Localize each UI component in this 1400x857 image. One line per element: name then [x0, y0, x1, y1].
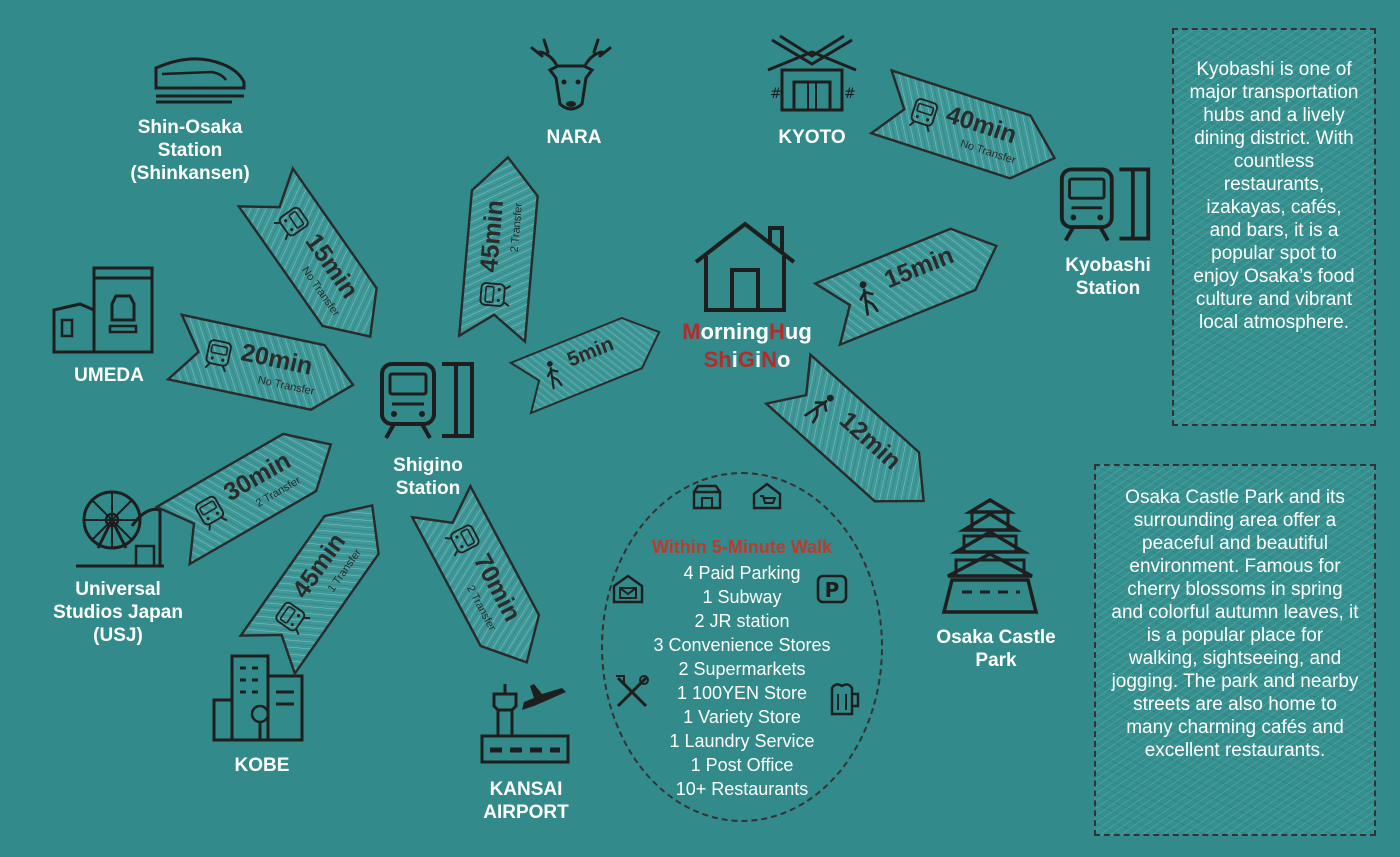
umeda-building-icon: [50, 264, 160, 354]
castle-info-box: Osaka Castle Park and its surrounding ar…: [1094, 464, 1376, 836]
list-item: 2 Supermarkets: [678, 659, 806, 679]
label-kyoto: KYOTO: [778, 127, 846, 148]
train-icon: [478, 279, 512, 310]
label-osaka-castle-park: Osaka Castle Park: [936, 627, 1056, 671]
amenities-title: Within 5-Minute Walk: [651, 537, 833, 557]
house-icon: [690, 216, 800, 316]
beer-icon: [828, 680, 860, 716]
list-item: 1 100YEN Store: [676, 683, 808, 703]
cart-store-icon: [752, 482, 782, 510]
shop-icon: [692, 484, 722, 510]
label-nara: NARA: [546, 127, 602, 148]
list-item: 10+ Restaurants: [675, 779, 809, 799]
list-item: 1 Variety Store: [683, 707, 801, 727]
kobe-city-icon: [210, 652, 310, 744]
shigino-station-icon: [378, 360, 478, 440]
airport-icon: [476, 676, 576, 772]
route-arrow-kyobashi-kyoto: 40min No Transfer: [866, 64, 1071, 197]
parking-icon: P: [816, 574, 848, 604]
list-item: 3 Convenience Stores: [653, 635, 831, 655]
amenities-list: 4 Paid Parking 1 Subway 2 JR station 3 C…: [653, 561, 830, 801]
svg-text:P: P: [825, 578, 840, 602]
route-arrow-kansai: 70min 2 Transfer: [405, 480, 563, 684]
castle-info-text: Osaka Castle Park and its surrounding ar…: [1111, 487, 1359, 761]
svg-text:#: #: [844, 86, 856, 102]
label-shigino-station: Shigino Station: [393, 455, 463, 499]
label-kyobashi-station: Kyobashi Station: [1065, 255, 1151, 299]
shinkansen-icon: [152, 48, 248, 112]
list-item: 1 Post Office: [690, 755, 794, 775]
list-item: 4 Paid Parking: [683, 563, 801, 583]
label-shin-osaka: Shin-Osaka Station (Shinkansen): [130, 117, 250, 184]
kyobashi-info-box: Kyobashi is one of major transportation …: [1172, 28, 1376, 426]
kyobashi-station-icon: [1058, 164, 1154, 244]
post-office-icon: [612, 574, 644, 604]
brand-name: MorningHug ShiGiNo: [682, 319, 812, 372]
amenities-ellipse: [601, 472, 883, 822]
list-item: 1 Laundry Service: [669, 731, 815, 751]
ferris-wheel-icon: [72, 486, 168, 570]
route-arrow-walk-kyobashi: 15min: [809, 208, 1014, 351]
label-usj: Universal Studios Japan (USJ): [53, 579, 183, 646]
route-arrow-nara: 45min 2 Transfer: [453, 150, 547, 346]
label-kansai-airport: KANSAI AIRPORT: [483, 779, 569, 823]
label-umeda: UMEDA: [74, 365, 144, 386]
castle-icon: [940, 496, 1040, 616]
list-item: 2 JR station: [694, 611, 790, 631]
list-item: 1 Subway: [702, 587, 782, 607]
svg-text:#: #: [770, 86, 782, 102]
cutlery-icon: [614, 674, 650, 708]
label-kobe: KOBE: [234, 755, 290, 776]
kyobashi-info-text: Kyobashi is one of major transportation …: [1189, 59, 1359, 333]
shrine-icon: # #: [764, 34, 860, 114]
deer-icon: [526, 34, 616, 118]
